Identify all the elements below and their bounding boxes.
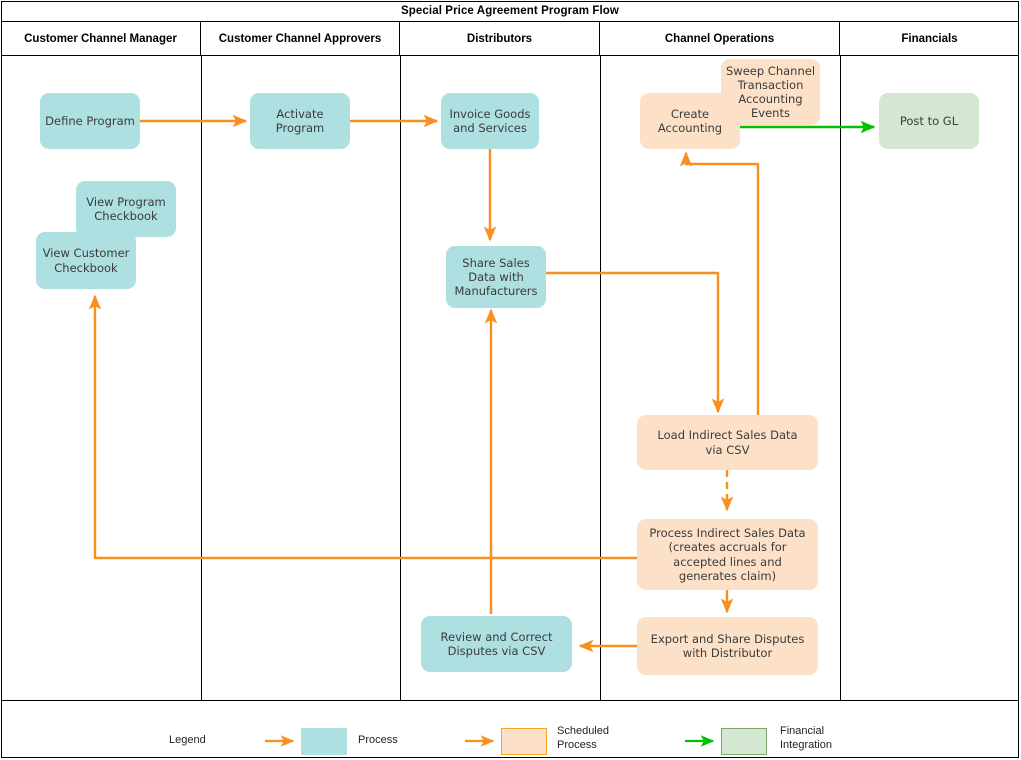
page-title: Special Price Agreement Program Flow (401, 5, 619, 17)
node-label: Load Indirect Sales Data via CSV (657, 428, 798, 457)
legend-item-label-financial-integration: Financial Integration (780, 725, 832, 751)
node-label: Create Accounting (657, 106, 723, 135)
node-label: Process Indirect Sales Data (creates acc… (649, 526, 806, 583)
legend-arrow-process (265, 735, 295, 747)
lane-header-band: Customer Channel Manager Customer Channe… (1, 22, 1019, 56)
lane-header-customer-channel-approvers: Customer Channel Approvers (201, 22, 400, 55)
node-activate-program[interactable]: Activate Program (250, 93, 350, 149)
node-sweep-channel-transaction-accounting-events[interactable]: Sweep Channel Transaction Accounting Eve… (721, 59, 820, 125)
lane-separator-3 (600, 56, 601, 700)
legend-swatch-process (301, 728, 347, 755)
node-export-and-share-disputes-with-distributor[interactable]: Export and Share Disputes with Distribut… (637, 617, 818, 675)
node-label: Post to GL (899, 113, 959, 128)
node-label: Review and Correct Disputes via CSV (440, 629, 553, 658)
legend-arrow-financial-integration (685, 735, 715, 747)
lane-title-label: Financials (901, 32, 958, 45)
node-label: Activate Program (275, 106, 325, 135)
legend-band: Legend Process Scheduled Process (1, 700, 1019, 758)
node-load-indirect-sales-data-via-csv[interactable]: Load Indirect Sales Data via CSV (637, 415, 818, 470)
legend-item-label-process: Process (358, 734, 398, 746)
node-label: Define Program (45, 113, 135, 128)
node-invoice-goods-and-services[interactable]: Invoice Goods and Services (441, 93, 539, 149)
legend-swatch-financial-integration (721, 728, 767, 755)
legend-swatch-scheduled-process (501, 728, 547, 755)
node-share-sales-data-with-manufacturers[interactable]: Share Sales Data with Manufacturers (446, 246, 546, 308)
node-label: Invoice Goods and Services (449, 106, 531, 135)
node-label: Sweep Channel Transaction Accounting Eve… (725, 63, 816, 121)
lane-header-customer-channel-manager: Customer Channel Manager (1, 22, 201, 55)
lane-title-label: Customer Channel Manager (24, 32, 177, 45)
lane-separator-2 (400, 56, 401, 700)
node-label: Share Sales Data with Manufacturers (454, 255, 538, 298)
lane-title-label: Channel Operations (664, 32, 775, 45)
node-view-program-checkbook[interactable]: View Program Checkbook (76, 181, 176, 237)
node-label: View Program Checkbook (86, 194, 166, 223)
lane-header-channel-operations: Channel Operations (600, 22, 840, 55)
lane-separator-1 (201, 56, 202, 700)
lane-header-financials: Financials (840, 22, 1019, 55)
node-label: View Customer Checkbook (42, 246, 130, 275)
lane-title-label: Customer Channel Approvers (218, 32, 382, 45)
lane-separator-4 (840, 56, 841, 700)
legend-title: Legend (169, 734, 206, 746)
lane-title-label: Distributors (466, 32, 533, 45)
node-process-indirect-sales-data[interactable]: Process Indirect Sales Data (creates acc… (637, 519, 818, 590)
node-define-program[interactable]: Define Program (40, 93, 140, 149)
node-post-to-gl[interactable]: Post to GL (879, 93, 979, 149)
diagram-title-band: Special Price Agreement Program Flow (1, 1, 1019, 22)
node-view-customer-checkbook[interactable]: View Customer Checkbook (36, 232, 136, 289)
legend-arrow-scheduled-process (465, 735, 495, 747)
node-label: Export and Share Disputes with Distribut… (650, 631, 805, 660)
lane-header-distributors: Distributors (400, 22, 600, 55)
legend-item-label-scheduled-process: Scheduled Process (557, 725, 609, 751)
node-review-and-correct-disputes-via-csv[interactable]: Review and Correct Disputes via CSV (421, 616, 572, 672)
